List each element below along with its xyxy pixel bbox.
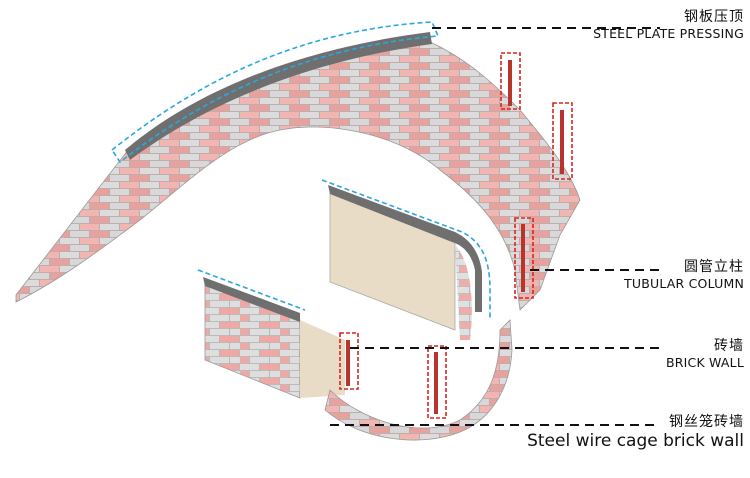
label-steel-wire-cage: 钢丝笼砖墙 Steel wire cage brick wall [527, 414, 744, 452]
tubular-column-1 [500, 52, 521, 110]
label-en: Steel wire cage brick wall [527, 431, 744, 451]
cage-brick-wall [324, 319, 513, 441]
curved-brick-wall [15, 41, 581, 311]
label-zh: 钢板压顶 [684, 9, 744, 25]
label-en: STEEL PLATE PRESSING [593, 26, 744, 41]
tubular-column-4 [339, 332, 359, 390]
tubular-column-3 [514, 217, 534, 299]
label-zh: 钢丝笼砖墙 [669, 414, 744, 430]
brick-wall-front [197, 269, 345, 399]
label-en: BRICK WALL [665, 355, 744, 370]
label-brick-wall: 砖墙 BRICK WALL [666, 338, 744, 371]
label-steel-plate-pressing: 钢板压顶 STEEL PLATE PRESSING [593, 9, 744, 42]
leader-lines [330, 27, 660, 426]
label-tubular-column: 圆管立柱 TUBULAR COLUMN [624, 259, 744, 292]
steel-plate-coping [110, 21, 440, 164]
label-en: TUBULAR COLUMN [624, 276, 744, 291]
label-zh: 圆管立柱 [684, 259, 744, 275]
label-zh: 砖墙 [714, 338, 744, 354]
tubular-column-5 [427, 345, 447, 419]
panel-wall [321, 179, 491, 340]
tubular-column-2 [552, 102, 573, 180]
